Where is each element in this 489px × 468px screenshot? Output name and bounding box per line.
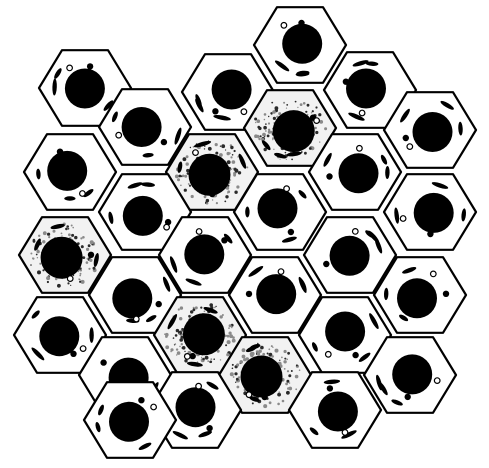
vacuole-dot — [196, 383, 202, 389]
vacuole-dot — [342, 430, 348, 436]
nucleus — [122, 107, 162, 147]
organelle-dot — [70, 351, 76, 357]
nucleus — [392, 354, 432, 394]
organelle-mark — [89, 327, 93, 343]
vacuole-dot — [67, 276, 73, 282]
vacuole-dot — [164, 224, 170, 230]
organelle-dot — [100, 359, 106, 365]
cells-layer — [14, 7, 476, 458]
organelle-dot — [221, 237, 227, 243]
nucleus — [47, 151, 87, 191]
nucleus — [339, 153, 379, 193]
nucleus — [346, 69, 386, 109]
vacuole-dot — [151, 404, 157, 410]
organelle-dot — [427, 231, 433, 237]
organelle-dot — [206, 425, 212, 431]
nucleus — [39, 316, 79, 356]
vacuole-dot — [67, 65, 73, 71]
organelle-dot — [261, 394, 267, 400]
organelle-dot — [88, 252, 94, 258]
nucleus — [109, 402, 149, 442]
organelle-dot — [327, 385, 333, 391]
organelle-dot — [343, 79, 349, 85]
vacuole-dot — [193, 150, 199, 156]
nucleus — [330, 236, 370, 276]
vacuole-dot — [357, 146, 363, 152]
organelle-dot — [405, 394, 411, 400]
nucleus — [282, 24, 322, 64]
vacuole-dot — [400, 216, 406, 222]
organelle-dot — [57, 149, 63, 155]
nucleus — [112, 278, 152, 318]
vacuole-dot — [407, 144, 413, 150]
nucleus — [123, 196, 163, 236]
vacuole-dot — [116, 132, 122, 138]
organelle-mark — [245, 207, 249, 218]
vacuole-dot — [80, 191, 86, 197]
organelle-dot — [403, 135, 409, 141]
organelle-dot — [323, 261, 329, 267]
nucleus — [318, 392, 358, 432]
organelle-dot — [161, 139, 167, 145]
nucleus — [256, 274, 296, 314]
nucleus — [65, 69, 105, 109]
nucleus — [212, 70, 252, 110]
vacuole-dot — [134, 316, 140, 322]
nucleus — [189, 154, 231, 196]
organelle-dot — [326, 173, 332, 179]
organelle-dot — [87, 63, 93, 69]
nucleus — [183, 313, 225, 355]
cell — [24, 134, 116, 210]
organelle-dot — [209, 191, 215, 197]
nucleus — [258, 188, 298, 228]
vacuole-dot — [196, 229, 202, 235]
nucleus — [325, 312, 365, 352]
nucleus — [414, 193, 454, 233]
nucleus — [184, 234, 224, 274]
nucleus — [397, 278, 437, 318]
vacuole-dot — [326, 352, 332, 358]
organelle-dot — [212, 108, 218, 114]
organelle-dot — [156, 301, 162, 307]
organelle-dot — [288, 229, 294, 235]
vacuole-dot — [359, 110, 365, 116]
organelle-dot — [246, 291, 252, 297]
cell — [254, 7, 346, 83]
vacuole-dot — [246, 392, 252, 398]
vacuole-dot — [241, 109, 247, 115]
vacuole-dot — [281, 23, 287, 29]
nucleus — [273, 110, 315, 152]
nucleus — [241, 356, 283, 398]
cell — [384, 174, 476, 250]
nucleus — [41, 237, 83, 279]
vacuole-dot — [353, 229, 359, 235]
vacuole-dot — [284, 186, 290, 192]
organelle-dot — [352, 352, 358, 358]
vacuole-dot — [314, 118, 320, 124]
vacuole-dot — [80, 346, 86, 352]
nucleus — [176, 387, 216, 427]
organelle-dot — [443, 291, 449, 297]
vacuole-dot — [434, 378, 440, 384]
vacuole-dot — [278, 269, 284, 275]
organelle-dot — [138, 397, 144, 403]
vacuole-dot — [431, 271, 437, 277]
organelle-mark — [64, 196, 75, 200]
organelle-dot — [298, 20, 304, 26]
vacuole-dot — [185, 354, 191, 360]
nucleus — [413, 112, 453, 152]
